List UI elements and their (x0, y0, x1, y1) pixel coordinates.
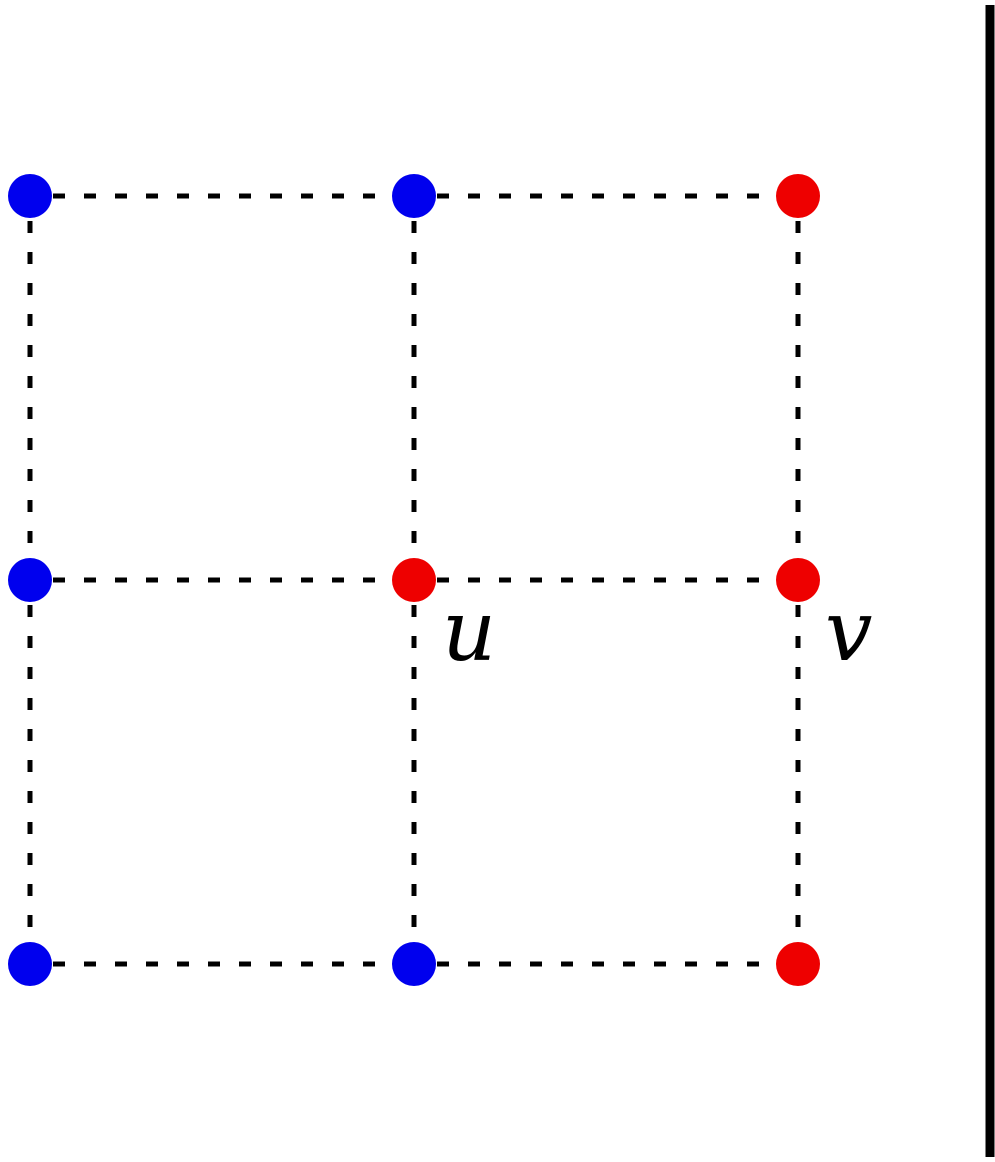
node-r0-c1 (392, 174, 436, 218)
node-r2-c0 (8, 942, 52, 986)
node-r2-c2 (776, 942, 820, 986)
node-v (776, 558, 820, 602)
label-u: u (442, 582, 496, 680)
node-r0-c0 (8, 174, 52, 218)
vertical-edges (27, 221, 801, 941)
horizontal-edges (53, 193, 775, 967)
node-u (392, 558, 436, 602)
node-r0-c2 (776, 174, 820, 218)
node-r2-c1 (392, 942, 436, 986)
grid-nodes (8, 174, 820, 986)
label-v: v (825, 582, 872, 680)
node-r1-c0 (8, 558, 52, 602)
